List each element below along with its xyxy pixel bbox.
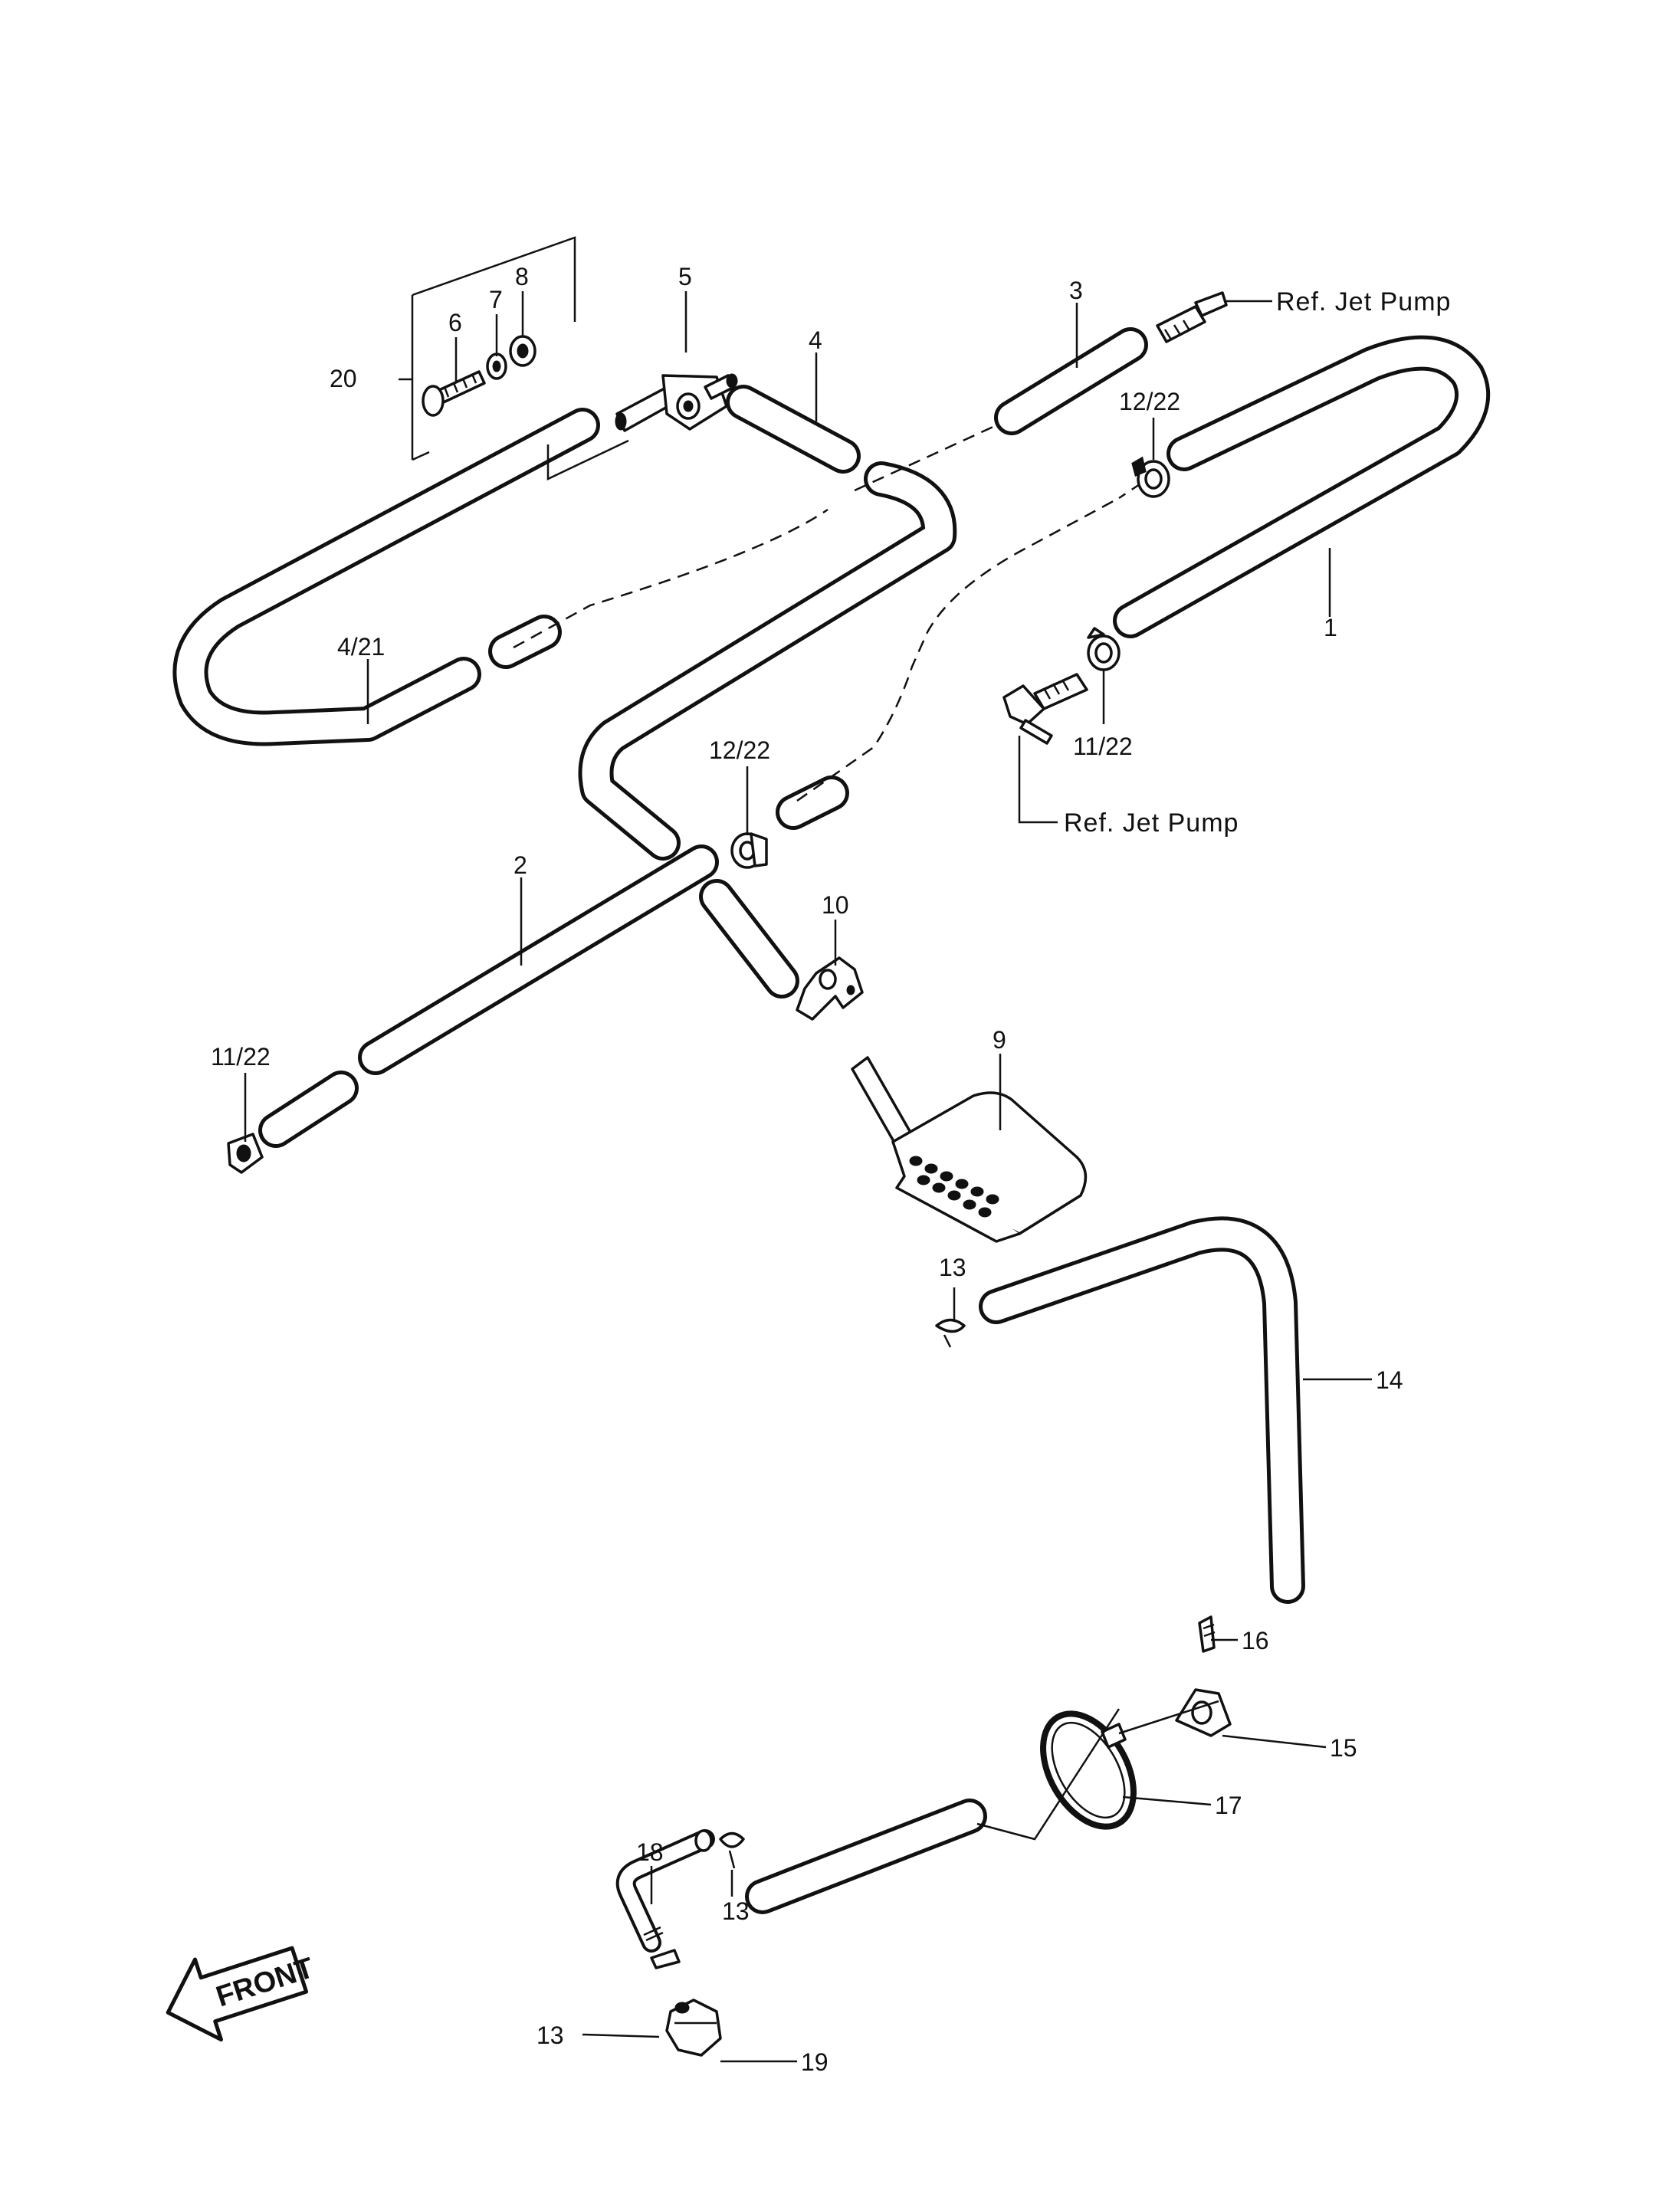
dashed-guides	[513, 424, 1143, 802]
label-ref-jet-pump-top: Ref. Jet Pump	[1276, 287, 1451, 316]
hose-4-21	[172, 408, 600, 746]
label-18: 18	[636, 1838, 664, 1866]
clamp-10	[796, 956, 864, 1021]
washer-7	[486, 353, 507, 380]
clamp-12-22-upper	[1131, 456, 1170, 498]
elbow-pipe-18	[615, 1829, 715, 1953]
label-13-middle: 13	[722, 1897, 750, 1925]
hose-2-stub	[258, 1071, 359, 1148]
label-3: 3	[1069, 277, 1083, 304]
label-7: 7	[489, 286, 503, 313]
label-13-bottom: 13	[536, 2022, 564, 2049]
label-17: 17	[1215, 1792, 1242, 1819]
clamp-11-22-left	[227, 1133, 264, 1174]
label-6: 6	[448, 309, 462, 336]
label-4: 4	[809, 326, 822, 354]
label-11-22-left: 11/22	[211, 1043, 271, 1071]
hose-2	[358, 844, 719, 1075]
hose-4	[726, 385, 861, 474]
hose-short-center	[699, 879, 799, 998]
label-20: 20	[330, 365, 357, 392]
label-12-22-center: 12/22	[709, 736, 770, 764]
nipple-top	[1156, 291, 1228, 343]
label-4-21: 4/21	[337, 633, 385, 661]
hose-lower	[745, 1799, 987, 1914]
hose-center-bent	[578, 461, 957, 861]
clip-13-upper	[935, 1318, 966, 1348]
bolt-6	[422, 370, 486, 417]
hose-clamp-ring-17	[1040, 1710, 1137, 1830]
bracket-20	[399, 236, 576, 461]
front-arrow: FRONT	[166, 1946, 317, 2042]
hose-4-21-stub	[488, 615, 562, 669]
label-1: 1	[1324, 614, 1337, 641]
label-ref-jet-pump-bottom: Ref. Jet Pump	[1064, 808, 1239, 838]
hose-3	[994, 327, 1148, 435]
elbow-fitting-right	[1002, 673, 1088, 745]
strainer-holes	[909, 1156, 999, 1218]
label-8: 8	[515, 263, 529, 290]
label-14: 14	[1376, 1366, 1403, 1394]
label-9: 9	[993, 1026, 1006, 1054]
clip-13-middle	[719, 1831, 745, 1869]
washer-8	[509, 335, 536, 367]
screw-16	[1198, 1615, 1216, 1653]
label-11-22-right: 11/22	[1073, 733, 1133, 760]
label-5: 5	[678, 263, 692, 290]
leader-lines	[244, 291, 1372, 2063]
hose-right-stub	[776, 776, 849, 830]
label-15: 15	[1330, 1734, 1357, 1762]
label-12-22-upper: 12/22	[1119, 388, 1180, 415]
label-2: 2	[514, 851, 527, 879]
hose-14	[979, 1216, 1305, 1604]
clamp-11-22-right	[1087, 627, 1121, 671]
label-10: 10	[822, 891, 849, 919]
nozzle-19	[665, 1999, 722, 2057]
label-16: 16	[1242, 1627, 1269, 1654]
strainer-box-9	[851, 1056, 1088, 1243]
hose-1	[1113, 335, 1491, 638]
clip-13-bottom	[650, 1949, 681, 1969]
clamp-12-22-center	[730, 832, 768, 869]
label-13-upper: 13	[939, 1254, 966, 1281]
tee-fitting-5	[615, 373, 738, 432]
label-19: 19	[801, 2048, 829, 2076]
